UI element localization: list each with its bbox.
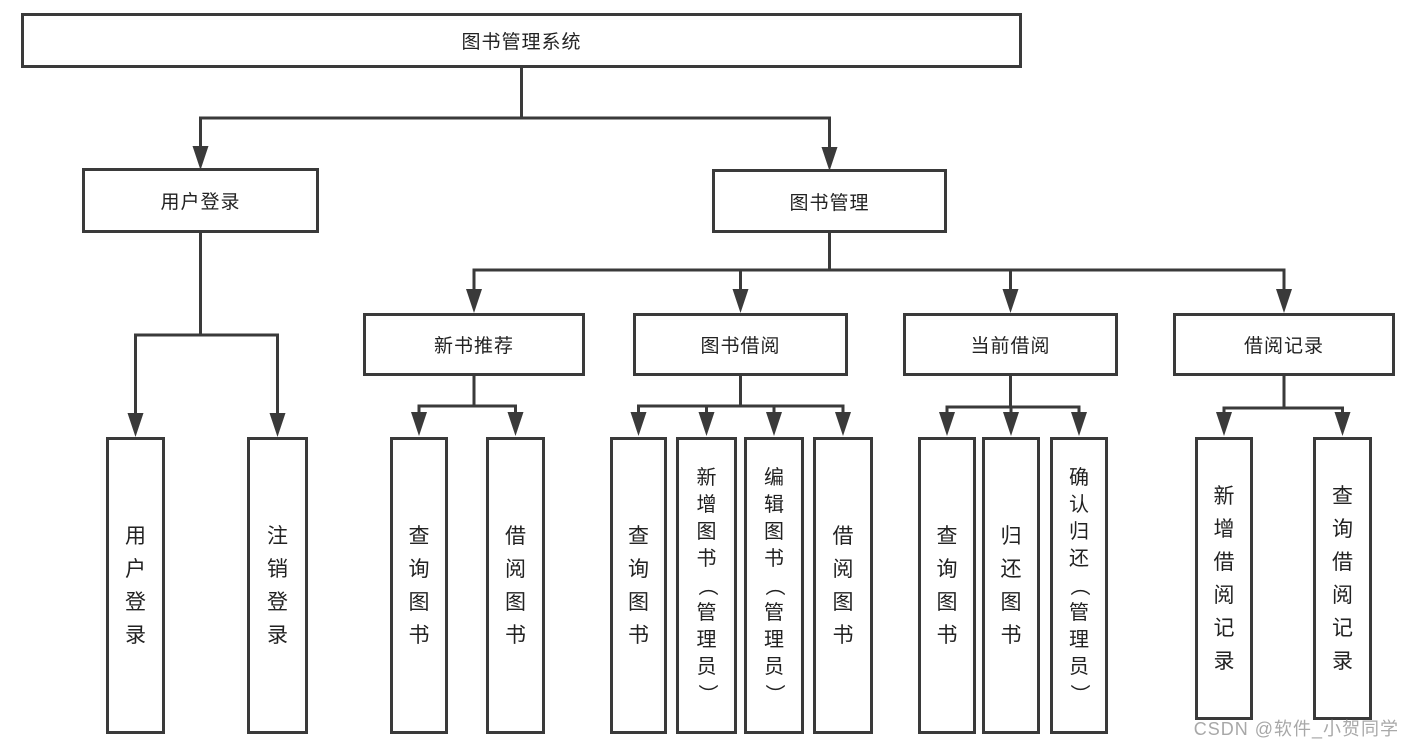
- connector-book-borrow-to-leaves: [630, 376, 851, 436]
- leaf-logout: 注销登录: [247, 437, 308, 734]
- leaf-borrow-books: 借阅图书: [813, 437, 873, 734]
- node-book-management-label: 图书管理: [789, 192, 870, 214]
- leaf-add-books-admin: 新增图书（管理员）: [676, 437, 737, 734]
- node-borrow-records: 借阅记录: [1173, 313, 1395, 376]
- node-user-login: 用户登录: [82, 168, 319, 233]
- node-library-management-system-label: 图书管理系统: [461, 32, 582, 53]
- connector-book-mgmt-to-level3: [466, 233, 1292, 313]
- node-book-management: 图书管理: [712, 169, 947, 233]
- leaf-add-borrow-record: 新增借阅记录: [1195, 437, 1253, 720]
- leaf-query-books-recommend: 查询图书: [390, 437, 448, 734]
- leaf-user-login: 用户登录: [106, 437, 165, 734]
- connector-root-to-level2: [192, 66, 838, 171]
- node-new-book-recommend: 新书推荐: [363, 313, 585, 376]
- node-borrow-records-label: 借阅记录: [1243, 336, 1324, 357]
- connector-borrow-records-to-leaves: [1216, 376, 1351, 436]
- leaf-confirm-return-admin: 确认归还（管理员）: [1050, 437, 1108, 734]
- leaf-return-books: 归还图书: [982, 437, 1040, 734]
- leaf-edit-books-admin: 编辑图书（管理员）: [744, 437, 804, 734]
- csdn-watermark: CSDN @软件_小贺同学: [1193, 719, 1399, 739]
- node-book-borrow-label: 图书借阅: [700, 336, 781, 357]
- connector-user-login-to-leaves: [127, 233, 286, 437]
- node-user-login-label: 用户登录: [160, 192, 241, 213]
- node-new-book-recommend-label: 新书推荐: [433, 336, 514, 357]
- leaf-query-borrow-record: 查询借阅记录: [1313, 437, 1372, 720]
- leaf-query-books-current: 查询图书: [918, 437, 976, 734]
- leaf-query-books-borrow: 查询图书: [610, 437, 667, 734]
- node-book-borrow: 图书借阅: [633, 313, 848, 376]
- node-current-borrow: 当前借阅: [903, 313, 1118, 376]
- connector-current-borrow-to-leaves: [939, 376, 1087, 436]
- connector-new-book-rec-to-leaves: [411, 376, 524, 436]
- node-library-management-system: 图书管理系统: [21, 13, 1022, 68]
- leaf-borrow-books-recommend: 借阅图书: [486, 437, 545, 734]
- node-current-borrow-label: 当前借阅: [970, 336, 1051, 357]
